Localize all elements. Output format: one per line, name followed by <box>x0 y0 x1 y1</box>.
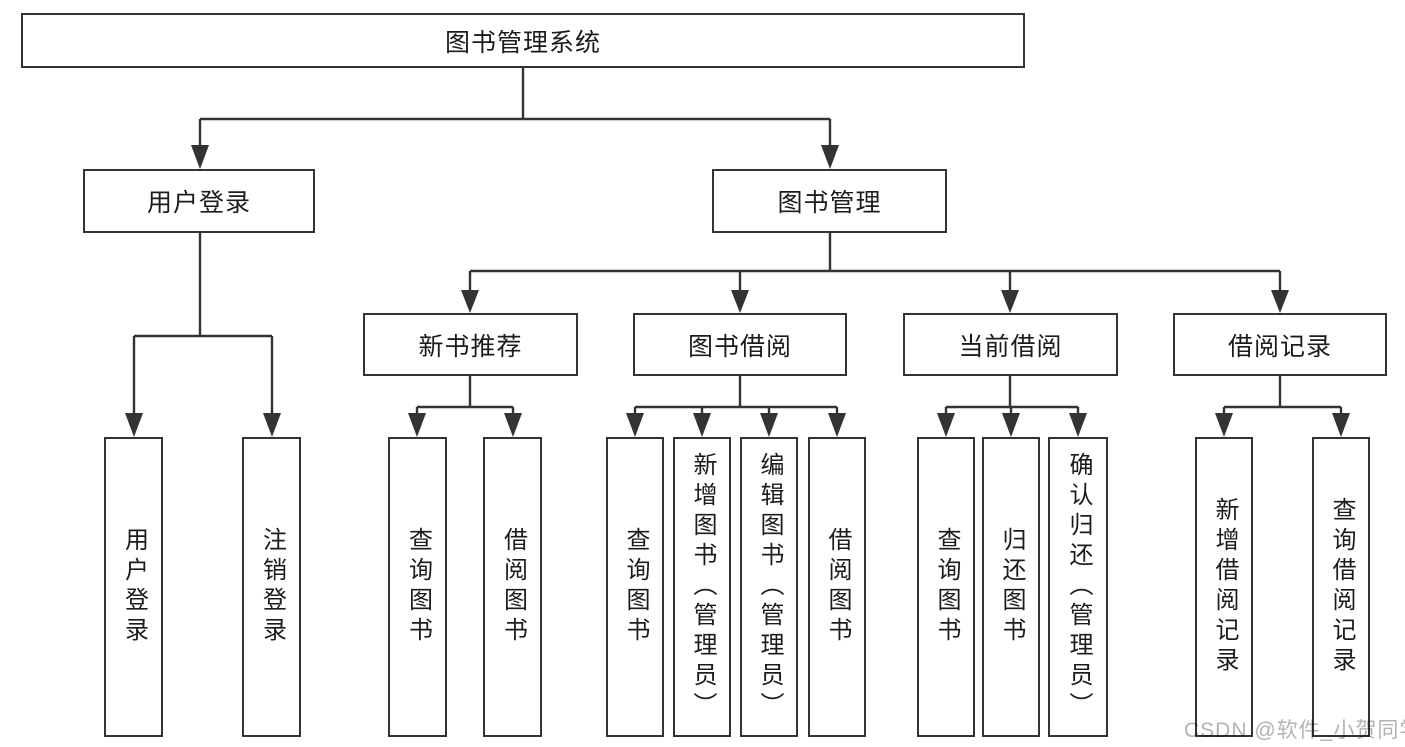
arrowhead <box>125 413 143 437</box>
arrowhead <box>408 413 426 437</box>
node-current-borrowing: 当前借阅 <box>903 313 1118 376</box>
leaf-bb-query-books: 查询图书 <box>606 437 664 737</box>
arrowhead <box>1002 413 1020 437</box>
connector-book-borrow-branch <box>626 376 846 437</box>
node-book-management: 图书管理 <box>712 169 947 233</box>
arrowhead <box>1001 290 1019 313</box>
connector-user-login-branch <box>125 233 281 437</box>
connector-new-book-branch <box>408 376 522 437</box>
leaf-nb-borrow-books: 借阅图书 <box>483 437 542 737</box>
arrowhead <box>731 290 749 313</box>
leaf-bb-edit-books-admin: 编辑图书（管理员） <box>740 437 798 737</box>
connector-root-to-level2 <box>191 68 839 169</box>
leaf-cb-confirm-return-admin: 确认归还（管理员） <box>1048 437 1108 737</box>
csdn-watermark: CSDN @软件_小贺同学 <box>1184 719 1405 742</box>
arrowhead <box>263 413 281 437</box>
leaf-br-query-record: 查询借阅记录 <box>1312 437 1370 737</box>
leaf-br-add-record: 新增借阅记录 <box>1195 437 1253 737</box>
leaf-cb-query-books: 查询图书 <box>917 437 975 737</box>
node-user-login: 用户登录 <box>83 169 315 233</box>
arrowhead <box>937 413 955 437</box>
arrowhead <box>191 145 209 169</box>
leaf-bb-add-books-admin: 新增图书（管理员） <box>673 437 731 737</box>
arrowhead <box>1215 413 1233 437</box>
leaf-logout: 注销登录 <box>242 437 301 737</box>
connector-current-borrow-branch <box>937 376 1087 437</box>
arrowhead <box>821 145 839 169</box>
leaf-nb-query-books: 查询图书 <box>388 437 447 737</box>
leaf-bb-borrow-books: 借阅图书 <box>808 437 866 737</box>
leaf-user-login: 用户登录 <box>104 437 163 737</box>
node-new-book-recommend: 新书推荐 <box>363 313 578 376</box>
arrowhead <box>504 413 522 437</box>
arrowhead <box>1332 413 1350 437</box>
arrowhead <box>461 290 479 313</box>
leaf-cb-return-books: 归还图书 <box>982 437 1040 737</box>
arrowhead <box>1271 290 1289 313</box>
connector-borrow-records-branch <box>1215 376 1350 437</box>
arrowhead <box>828 413 846 437</box>
arrowhead <box>1069 413 1087 437</box>
arrowhead <box>760 413 778 437</box>
node-book-borrowing: 图书借阅 <box>633 313 847 376</box>
arrowhead <box>626 413 644 437</box>
node-root-system: 图书管理系统 <box>21 13 1025 68</box>
arrowhead <box>693 413 711 437</box>
node-borrowing-records: 借阅记录 <box>1173 313 1387 376</box>
connector-book-management-branch <box>461 233 1289 313</box>
